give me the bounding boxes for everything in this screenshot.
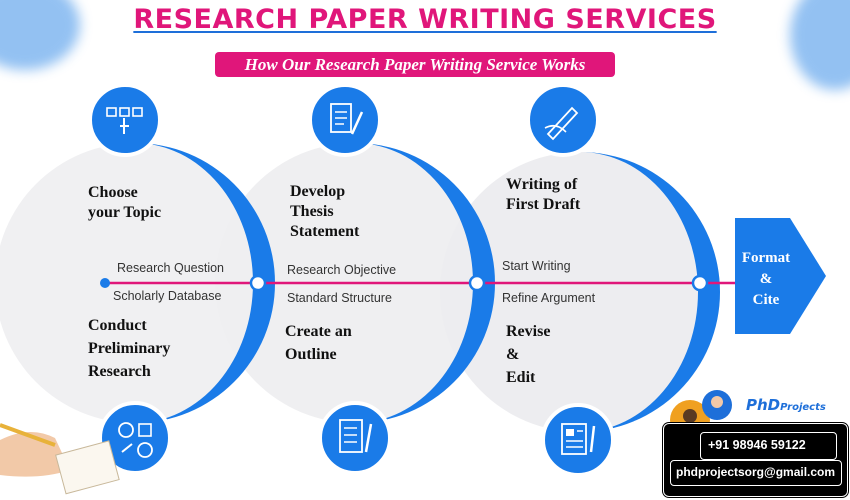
timeline-start-dot [100,278,110,288]
tag-scholarly-database: Scholarly Database [113,289,222,303]
checklist-pen-icon [318,401,392,475]
crescent-2 [355,143,495,423]
bg-circle-3 [440,152,720,432]
tag-refine-argument: Refine Argument [502,291,596,305]
hand-pointer-selection-icon [88,83,162,157]
crescent-3 [580,152,720,432]
step-format-cite: Format & Cite [741,250,791,308]
step-develop-thesis: Develop Thesis Statement [290,183,360,240]
timeline-node-1 [249,274,267,292]
brand-logo: PhDProjects [746,396,826,414]
contact-email[interactable]: phdprojectsorg@gmail.com [676,465,836,479]
hand-writing-pen-icon [526,83,600,157]
step-revise-edit: Revise & Edit [506,323,551,386]
document-pen-icon [308,83,382,157]
crescent-1 [135,143,275,423]
email-pill [670,460,842,486]
step-writing-first-draft: Writing of First Draft [506,176,581,213]
hand-pencil-illustration [0,423,120,495]
timeline-node-2 [468,274,486,292]
tag-standard-structure: Standard Structure [287,291,392,305]
brand-main: PhD [746,396,781,414]
step-create-outline: Create an Outline [285,323,352,363]
tag-research-question: Research Question [117,261,225,275]
tag-start-writing: Start Writing [502,259,571,273]
page-title: RESEARCH PAPER WRITING SERVICES [133,4,717,35]
contact-phone[interactable]: +91 98946 59122 [708,438,806,452]
newspaper-pen-icon [541,403,615,477]
step-choose-topic: Choose your Topic [88,184,162,221]
phone-pill [700,432,837,460]
final-arrow [735,218,826,334]
research-gears-magnifier-icon [98,401,172,475]
brand-sub: Projects [780,402,826,413]
step-conduct-research: Conduct Preliminary Research [88,317,171,380]
tag-research-objective: Research Objective [287,263,397,277]
subtitle-banner: How Our Research Paper Writing Service W… [215,52,615,77]
timeline-node-3 [691,274,709,292]
